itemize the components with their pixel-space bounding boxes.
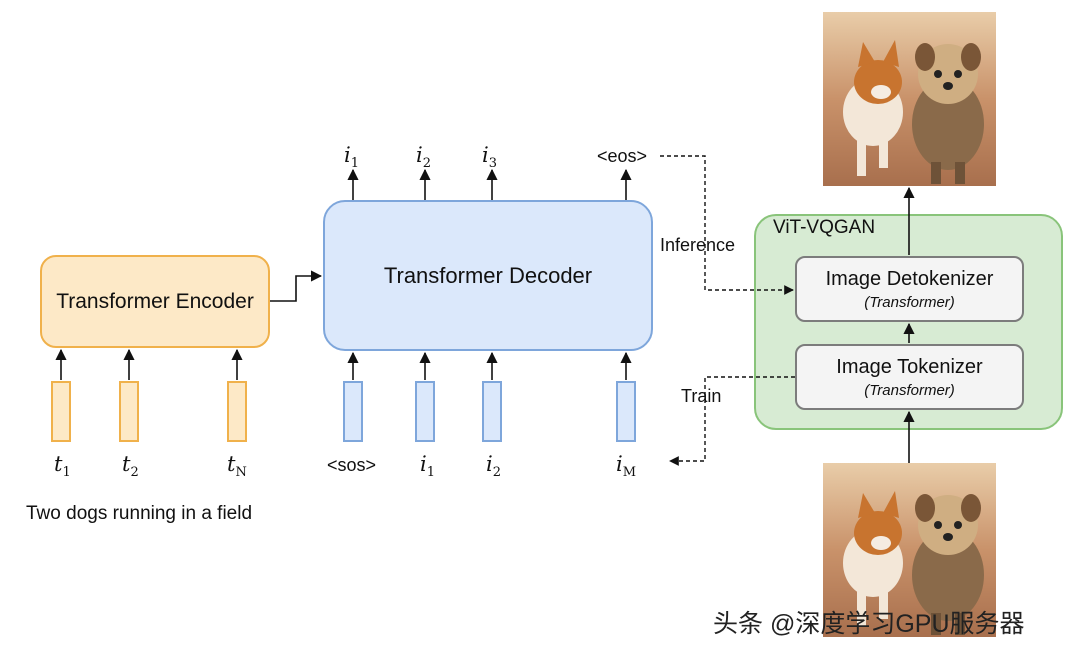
image-tokenizer-sub: (Transformer) (864, 381, 955, 399)
decoder-output-label-3: i3 (482, 143, 497, 172)
generated-dog-photo (823, 12, 996, 186)
decoder-input-token-m (616, 381, 636, 442)
encoder-input-label-2: t2 (122, 452, 139, 481)
decoder-input-label-sos: <sos> (327, 455, 377, 475)
encoder-input-token-2 (119, 381, 139, 442)
vit-vqgan-title: ViT-VQGAN (773, 217, 876, 238)
image-tokenizer-label: Image Tokenizer (836, 355, 983, 378)
image-detokenizer-label: Image Detokenizer (825, 267, 994, 290)
encoder-input-token-1 (51, 381, 71, 442)
image-detokenizer-box: Image Detokenizer (Transformer) (795, 256, 1024, 322)
decoder-input-label-m: iM (616, 452, 637, 481)
encoder-input-token-n (227, 381, 247, 442)
decoder-output-label-eos: <eos> (597, 146, 648, 166)
input-dog-photo (823, 463, 996, 637)
decoder-output-label-1: i1 (344, 143, 359, 172)
decoder-input-token-1 (415, 381, 435, 442)
transformer-decoder-box: Transformer Decoder (323, 200, 653, 351)
decoder-input-token-2 (482, 381, 502, 442)
transformer-encoder-box: Transformer Encoder (40, 255, 270, 348)
decoder-input-label-1: i1 (420, 452, 435, 481)
encoder-input-label-n: tN (227, 452, 247, 481)
decoder-output-label-2: i2 (416, 143, 431, 172)
watermark-text: 头条 @深度学习GPU服务器 (713, 610, 1025, 638)
text-prompt-caption: Two dogs running in a field (26, 503, 253, 524)
transformer-encoder-label: Transformer Encoder (56, 289, 254, 313)
decoder-input-label-2: i2 (486, 452, 501, 481)
encoder-input-label-1: t1 (54, 452, 71, 481)
transformer-decoder-label: Transformer Decoder (383, 262, 593, 288)
decoder-input-token-sos (343, 381, 363, 442)
image-detokenizer-sub: (Transformer) (864, 293, 955, 311)
image-tokenizer-box: Image Tokenizer (Transformer) (795, 344, 1024, 410)
train-label: Train (681, 386, 722, 406)
inference-label: Inference (660, 235, 736, 255)
